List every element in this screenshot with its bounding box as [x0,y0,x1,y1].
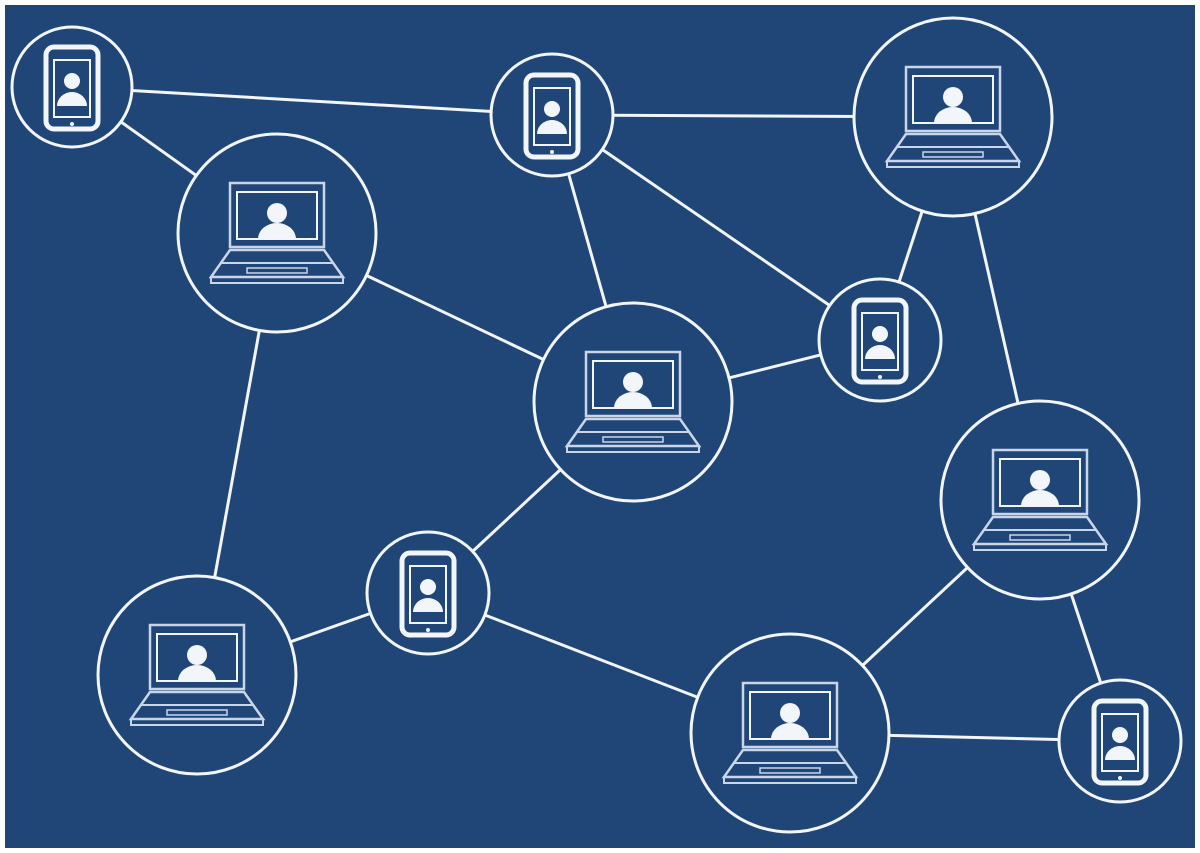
user-body [57,92,87,106]
smartphone-icon [523,72,581,160]
phone-body [1091,698,1149,786]
trackpad [602,436,664,443]
laptop-icon [971,448,1109,551]
user-body [1021,490,1059,506]
user-body [865,345,895,359]
laptop-base [723,776,857,784]
user-head [64,73,80,89]
user-head [420,579,436,595]
trackpad [166,709,228,716]
phone-node [1057,678,1183,804]
laptop-icon [564,350,702,453]
laptop-node [532,301,734,503]
laptop-lid [228,181,326,249]
phone-screen [53,59,91,118]
phone-body [399,550,457,638]
laptop-lid [148,623,246,691]
laptop-base [210,276,344,284]
laptop-lid [584,350,682,418]
smartphone-icon [399,550,457,638]
laptop-base [566,445,700,453]
user-body [178,665,216,681]
smartphone-icon [43,44,101,132]
user-body [771,723,809,739]
laptop-lid [991,448,1089,516]
laptop-base [130,718,264,726]
phone-screen [409,565,447,624]
phone-screen [861,312,899,371]
user-head [1112,727,1128,743]
phone-node [10,25,134,149]
laptop-node [96,574,298,776]
home-button [550,150,554,154]
user-body [413,598,443,612]
home-button [70,122,74,126]
user-body [614,392,652,408]
phone-screen [1101,713,1139,772]
phone-node [489,52,615,178]
home-button [426,628,430,632]
trackpad [246,267,308,274]
user-body [537,120,567,134]
laptop-base [973,543,1107,551]
laptop-lid [741,681,839,749]
user-head [623,372,643,392]
laptop-node [689,632,891,834]
user-head [780,703,800,723]
user-head [544,101,560,117]
laptop-node [939,399,1141,601]
phone-node [365,530,491,656]
laptop-icon [208,181,346,284]
trackpad [759,767,821,774]
connection-line [551,113,881,342]
smartphone-icon [1091,698,1149,786]
home-button [1118,776,1122,780]
laptop-base [886,160,1020,168]
home-button [878,375,882,379]
laptop-icon [884,65,1022,168]
laptop-node [176,132,378,334]
phone-body [43,44,101,132]
laptop-icon [128,623,266,726]
laptop-node [852,16,1054,218]
nodes [10,16,1183,834]
user-head [872,326,888,342]
user-head [943,87,963,107]
user-head [1030,470,1050,490]
user-head [267,203,287,223]
phone-body [851,297,909,385]
smartphone-icon [851,297,909,385]
laptop-icon [721,681,859,784]
laptop-lid [904,65,1002,133]
user-head [187,645,207,665]
phone-node [817,277,943,403]
connection-line [71,85,553,117]
phone-body [523,72,581,160]
user-body [934,107,972,123]
trackpad [1009,534,1071,541]
phone-screen [533,87,571,146]
trackpad [922,151,984,158]
user-body [258,223,296,239]
user-body [1105,746,1135,760]
